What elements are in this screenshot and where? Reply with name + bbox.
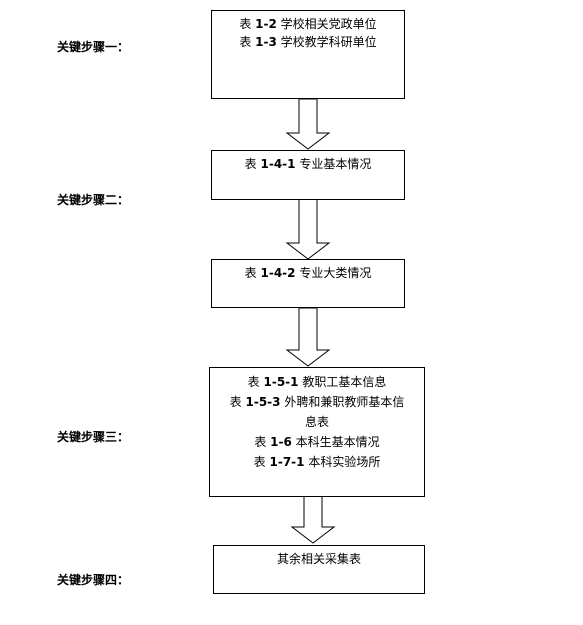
step-label-3: 关键步骤三： xyxy=(57,430,130,444)
flow-box-3: 表 1-4-2 专业大类情况 xyxy=(211,259,405,308)
box-line: 表 1-5-3 外聘和兼职教师基本信 xyxy=(229,395,405,409)
box-line: 其余相关采集表 xyxy=(276,552,361,566)
box-line: 表 1-2 学校相关党政单位 xyxy=(239,17,377,31)
box-line: 表 1-7-1 本科实验场所 xyxy=(253,455,381,469)
down-arrow-2 xyxy=(285,198,331,260)
down-arrow-3 xyxy=(285,307,331,367)
box-line: 表 1-5-1 教职工基本信息 xyxy=(247,375,387,389)
flow-box-2: 表 1-4-1 专业基本情况 xyxy=(211,150,405,200)
box-line: 表 1-4-2 专业大类情况 xyxy=(244,266,372,280)
down-arrow-1 xyxy=(285,98,331,150)
down-arrow-4 xyxy=(290,495,336,544)
flow-box-1: 表 1-2 学校相关党政单位 表 1-3 学校教学科研单位 xyxy=(211,10,405,99)
box-line: 息表 xyxy=(304,415,329,429)
flow-box-4: 表 1-5-1 教职工基本信息 表 1-5-3 外聘和兼职教师基本信 息表 表 … xyxy=(209,367,425,497)
box-line: 表 1-6 本科生基本情况 xyxy=(254,435,380,449)
step-label-2: 关键步骤二： xyxy=(57,193,130,207)
step-label-4: 关键步骤四： xyxy=(57,573,130,587)
flow-box-5: 其余相关采集表 xyxy=(213,545,425,594)
step-label-1: 关键步骤一： xyxy=(57,40,130,54)
box-line: 表 1-3 学校教学科研单位 xyxy=(239,35,377,49)
box-line: 表 1-4-1 专业基本情况 xyxy=(244,157,372,171)
